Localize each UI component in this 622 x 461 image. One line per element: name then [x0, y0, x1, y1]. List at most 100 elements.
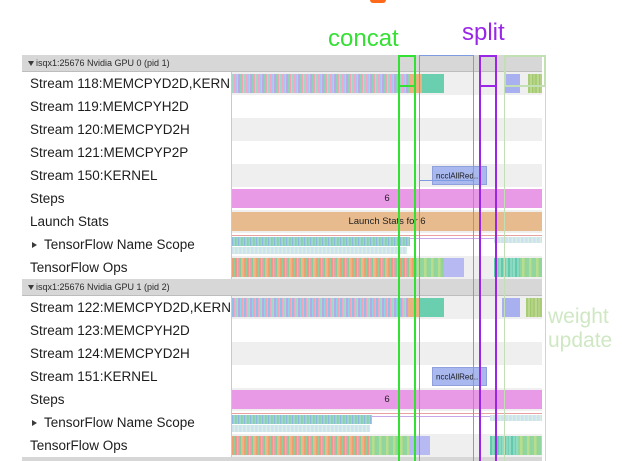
table-row[interactable]: TensorFlow Name Scope: [22, 411, 542, 434]
group-header-label: isqx1:25676 Nvidia GPU 1 (pid 2): [36, 282, 170, 292]
track-segment: [502, 298, 520, 317]
concat-highlight-box: [398, 55, 416, 87]
row-label-expandable[interactable]: TensorFlow Name Scope: [22, 233, 232, 256]
row-track[interactable]: [232, 233, 542, 256]
track-segment: [504, 74, 520, 93]
annotation-weight-line2: update: [548, 329, 613, 352]
row-label: Stream 120:MEMCPYD2H: [22, 118, 232, 141]
track-segment: [494, 258, 520, 277]
annotation-label-split: split: [462, 19, 505, 46]
track-segment: [370, 436, 410, 455]
table-row[interactable]: Launch Stats Launch Stats for 6: [22, 210, 542, 233]
table-row[interactable]: Stream 123:MEMCPYH2D: [22, 319, 542, 342]
track-segment: [526, 298, 542, 317]
split-highlight-box: [479, 55, 497, 87]
nccl-block-label: ncclAllRed...: [436, 372, 481, 381]
row-label: Stream 151:KERNEL: [22, 365, 232, 388]
row-label: Stream 121:MEMCPYP2P: [22, 141, 232, 164]
concat-marker-right: [414, 55, 416, 461]
group-header-track-gpu0: [232, 55, 542, 71]
split-marker-right: [495, 55, 497, 461]
track-segment: [232, 436, 370, 455]
track-segment: [422, 74, 444, 93]
row-track[interactable]: [232, 319, 542, 342]
group-header-track-gpu1: [232, 279, 542, 295]
row-label: TensorFlow Name Scope: [44, 237, 195, 252]
expand-triangle-icon[interactable]: [32, 242, 37, 248]
row-label: TensorFlow Ops: [22, 256, 232, 279]
row-label: Launch Stats: [22, 210, 232, 233]
nccl-highlight-box: [419, 55, 474, 181]
launch-stats-block[interactable]: [232, 212, 542, 231]
row-track[interactable]: Launch Stats for 6: [232, 210, 542, 233]
split-marker-left: [479, 55, 481, 461]
table-row[interactable]: Stream 122:MEMCPYD2D,KERNEL,MI: [22, 296, 542, 319]
annotation-weight-line1: weight: [548, 305, 609, 328]
nccl-marker-right: [473, 55, 474, 461]
steps-block-label: 6: [384, 193, 390, 204]
group-header-label: isqx1:25676 Nvidia GPU 0 (pid 1): [36, 58, 170, 68]
row-track[interactable]: [232, 411, 542, 434]
track-segment: [444, 258, 464, 277]
collapse-caret-icon[interactable]: [28, 61, 34, 66]
weight-update-highlight-box: [504, 55, 546, 87]
table-row[interactable]: Steps 6: [22, 388, 542, 411]
expand-triangle-icon[interactable]: [32, 420, 37, 426]
annotation-orange-cropped-glyph: [370, 0, 386, 3]
scope-hairline: [232, 235, 542, 236]
row-track[interactable]: [232, 118, 542, 141]
steps-block-label: 6: [384, 394, 390, 405]
row-label: Stream 122:MEMCPYD2D,KERNEL,MI: [22, 296, 232, 319]
table-row[interactable]: Stream 120:MEMCPYD2H: [22, 118, 542, 141]
scope-hairline: [410, 238, 542, 239]
row-track[interactable]: [232, 342, 542, 365]
table-row[interactable]: TensorFlow Ops: [22, 434, 542, 457]
group-header-gpu0[interactable]: isqx1:25676 Nvidia GPU 0 (pid 1): [22, 55, 542, 72]
annotation-label-concat: concat: [328, 25, 399, 52]
nccl-marker-left: [419, 55, 420, 461]
row-track[interactable]: [232, 141, 542, 164]
track-segment: [232, 298, 408, 317]
track-segment: [420, 298, 444, 317]
nccl-block-label: ncclAllRed...: [436, 171, 481, 180]
group-header-gpu1[interactable]: isqx1:25676 Nvidia GPU 1 (pid 2): [22, 279, 542, 296]
track-segment: [415, 258, 444, 277]
scope-hairline: [372, 416, 542, 417]
row-label-expandable[interactable]: TensorFlow Name Scope: [22, 411, 232, 434]
table-row[interactable]: Steps 6: [22, 187, 542, 210]
concat-marker-left: [398, 55, 400, 461]
row-label: Steps: [22, 187, 232, 210]
collapse-caret-icon[interactable]: [28, 285, 34, 290]
group-header-track-gpu2: [232, 457, 542, 461]
table-row[interactable]: TensorFlow Name Scope: [22, 233, 542, 256]
row-track[interactable]: [232, 434, 542, 457]
group-header-gpu2[interactable]: isqx1:25676 Nvidia GPU 2 (pid 3): [22, 457, 542, 461]
track-segment: [232, 258, 415, 277]
table-row[interactable]: TensorFlow Ops: [22, 256, 542, 279]
scope-hairline: [232, 413, 542, 414]
table-row[interactable]: Stream 151:KERNEL ncclAllRed...: [22, 365, 542, 388]
row-label: Stream 150:KERNEL: [22, 164, 232, 187]
table-row[interactable]: Stream 124:MEMCPYD2H: [22, 342, 542, 365]
row-label: Steps: [22, 388, 232, 411]
track-segment: [232, 74, 410, 93]
row-track[interactable]: 6: [232, 388, 542, 411]
track-segment: [520, 258, 542, 277]
track-segment: [528, 74, 542, 93]
track-segment: [410, 436, 430, 455]
table-row[interactable]: Stream 119:MEMCPYH2D: [22, 95, 542, 118]
row-track[interactable]: [232, 296, 542, 319]
row-track[interactable]: 6: [232, 187, 542, 210]
row-label: Stream 124:MEMCPYD2H: [22, 342, 232, 365]
table-row[interactable]: Stream 118:MEMCPYD2D,KERNEL,ME: [22, 72, 542, 95]
row-label: TensorFlow Ops: [22, 434, 232, 457]
row-track[interactable]: [232, 95, 542, 118]
timeline-panel[interactable]: isqx1:25676 Nvidia GPU 0 (pid 1) Stream …: [22, 55, 542, 461]
row-track[interactable]: [232, 256, 542, 279]
track-segment: [518, 436, 542, 455]
weight-update-marker-left: [504, 55, 505, 461]
steps-block[interactable]: [232, 189, 542, 208]
table-row[interactable]: Stream 121:MEMCPYP2P: [22, 141, 542, 164]
steps-block[interactable]: [232, 390, 542, 409]
row-label: Stream 123:MEMCPYH2D: [22, 319, 232, 342]
